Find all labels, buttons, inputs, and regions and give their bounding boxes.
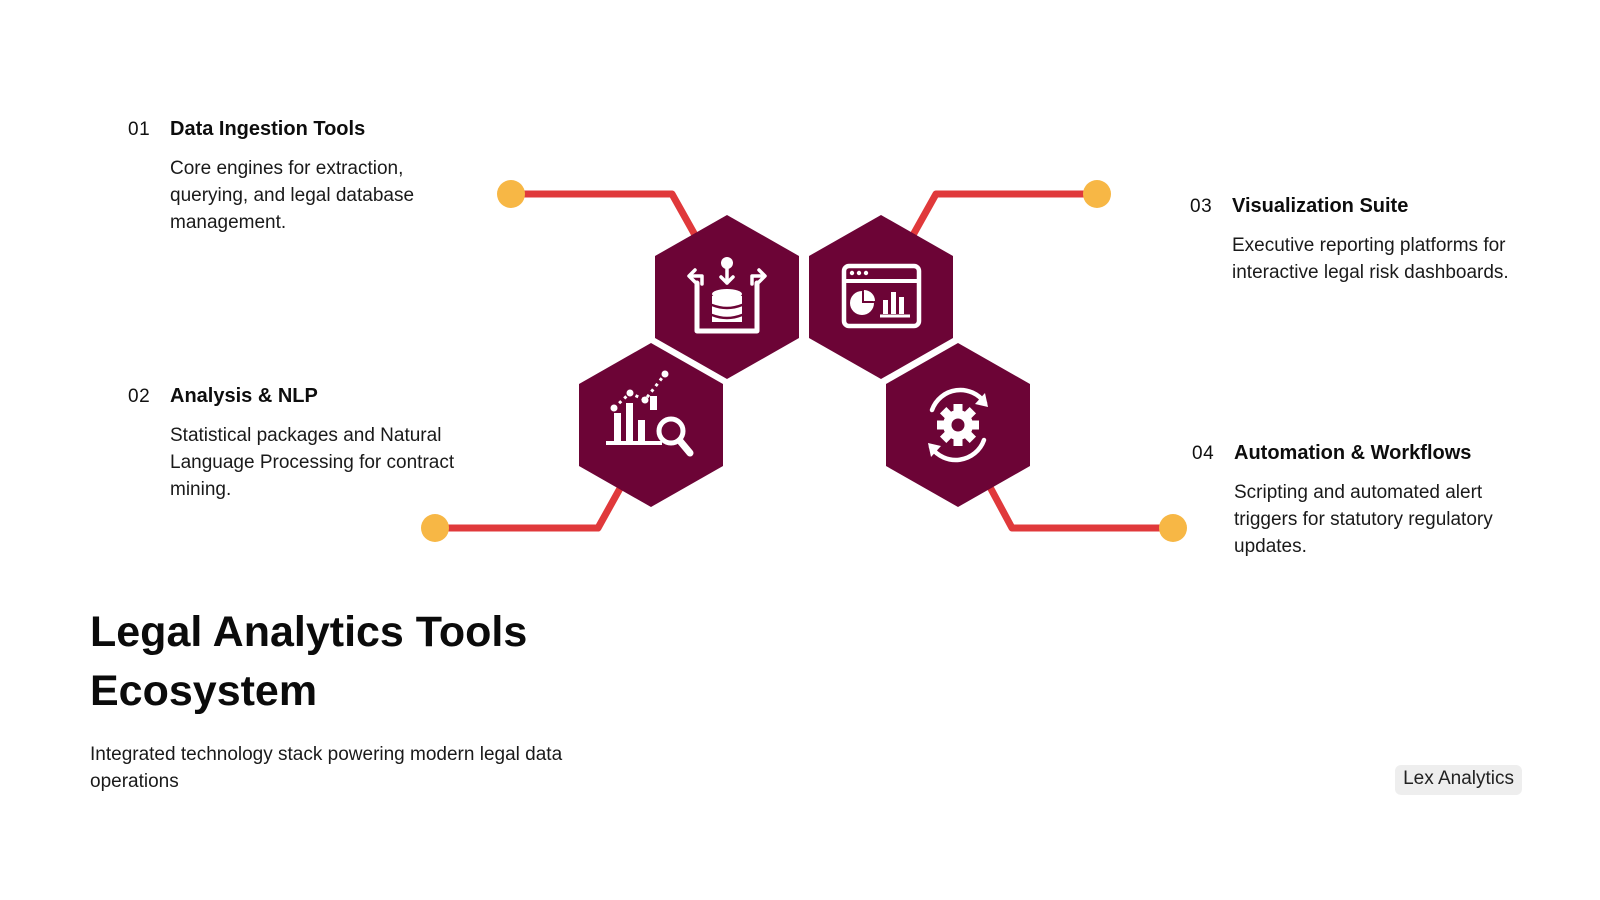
hexagon-analysis-nlp	[579, 343, 723, 507]
item-number: 04	[1192, 443, 1215, 464]
connector-1	[506, 190, 704, 248]
database-ingestion-icon	[687, 257, 767, 334]
item-title: Analysis & NLP	[170, 385, 318, 407]
page-subtitle: Integrated technology stack powering mod…	[90, 744, 563, 792]
hexagon-automation-workflows	[886, 343, 1030, 507]
hexagon-data-ingestion	[655, 215, 799, 379]
gear-cycle-icon	[928, 387, 988, 463]
hexagon-shape	[809, 215, 953, 379]
item-title: Visualization Suite	[1232, 195, 1409, 217]
connector-3	[904, 190, 1101, 248]
item-automation-workflows: 04 Automation & Workflows Scripting and …	[1192, 442, 1552, 560]
item-description: Executive reporting platforms for intera…	[1232, 235, 1509, 283]
item-title: Data Ingestion Tools	[170, 118, 366, 140]
connector-4	[979, 470, 1177, 532]
endpoint-dot-1	[497, 180, 525, 208]
endpoints	[421, 180, 1187, 542]
item-number: 02	[128, 386, 151, 407]
item-description: Core engines for extraction, querying, a…	[170, 158, 415, 233]
item-analysis-nlp: 02 Analysis & NLP Statistical packages a…	[128, 385, 488, 503]
item-description: Scripting and automated alert triggers f…	[1234, 482, 1493, 557]
hexagon-shape	[579, 343, 723, 507]
brand-badge: Lex Analytics	[1395, 765, 1522, 795]
item-visualization-suite: 03 Visualization Suite Executive reporti…	[1190, 195, 1550, 286]
endpoint-dot-2	[421, 514, 449, 542]
item-number: 03	[1190, 196, 1213, 217]
item-number: 01	[128, 119, 151, 140]
endpoint-dot-4	[1159, 514, 1187, 542]
endpoint-dot-3	[1083, 180, 1111, 208]
connector-2	[431, 470, 632, 532]
hexagon-visualization-suite	[809, 215, 953, 379]
item-data-ingestion: 01 Data Ingestion Tools Core engines for…	[128, 118, 488, 236]
chart-magnifier-icon	[606, 370, 694, 457]
connectors	[431, 190, 1177, 532]
page-title: Legal Analytics Tools Ecosystem	[90, 608, 528, 715]
gear-shape	[937, 404, 979, 446]
item-title: Automation & Workflows	[1234, 442, 1472, 464]
dashboard-window-icon	[841, 263, 922, 329]
item-description: Statistical packages and Natural Languag…	[170, 425, 455, 500]
